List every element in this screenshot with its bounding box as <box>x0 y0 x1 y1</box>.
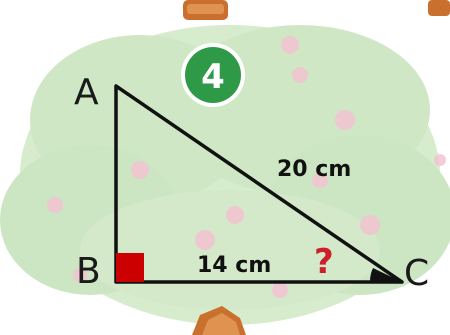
side-label-bc: 14 cm <box>197 253 271 278</box>
wood-decoration-bottom <box>192 306 246 335</box>
problem-number-badge: 4 <box>181 43 245 107</box>
bush-background <box>0 25 450 325</box>
side-label-ac: 20 cm <box>277 157 351 182</box>
triangle-abc <box>114 84 404 284</box>
wood-decoration-top <box>183 0 450 20</box>
bush-flowers <box>47 36 446 298</box>
angle-c-arc <box>369 268 402 282</box>
right-angle-marker <box>116 253 144 282</box>
vertex-label-a: A <box>74 72 99 113</box>
vertex-label-c: C <box>404 253 429 294</box>
problem-number: 4 <box>201 57 225 97</box>
unknown-angle-question-mark: ? <box>314 242 334 282</box>
vertex-label-b: B <box>76 251 101 292</box>
